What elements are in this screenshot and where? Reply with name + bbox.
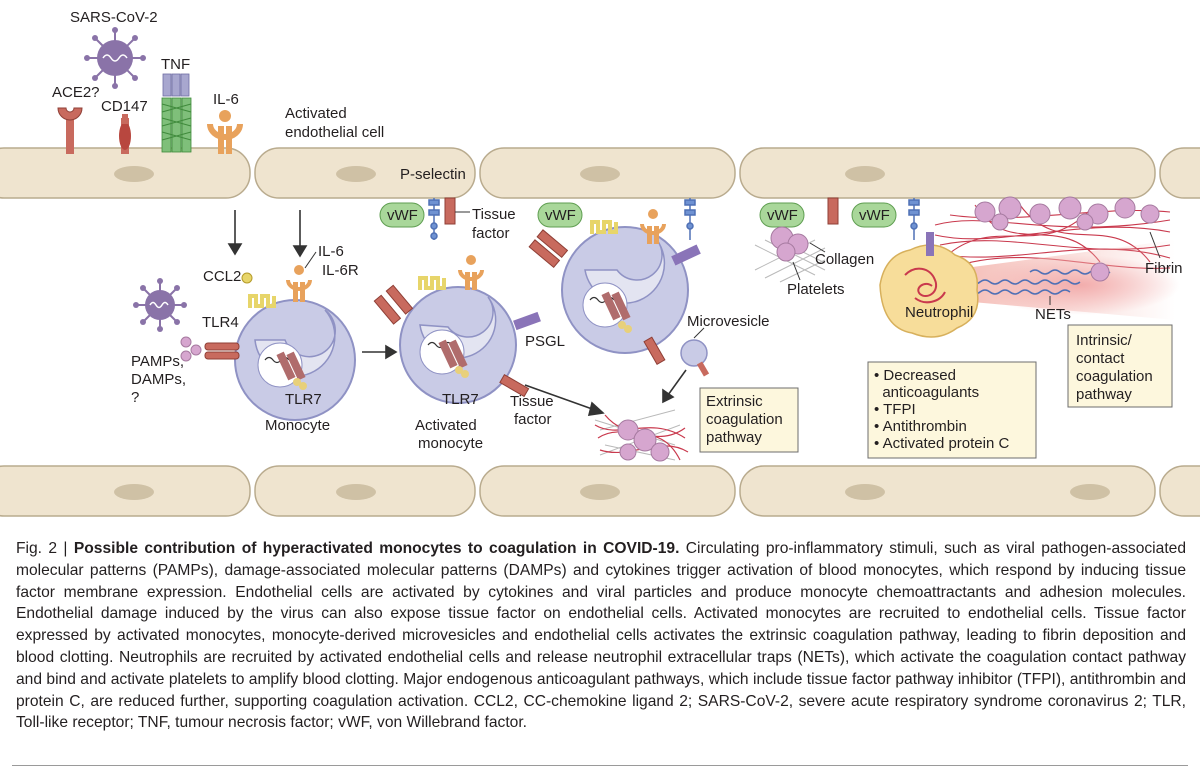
label-activated-monocyte-1: Activated [415, 417, 477, 434]
vwf-tether-3 [684, 198, 696, 240]
label-cd147: CD147 [101, 98, 148, 115]
label-p-selectin: P-selectin [400, 166, 466, 183]
label-tissue-factor-mono-1: Tissue [510, 393, 554, 410]
label-tissue-factor-mono-2: factor [514, 411, 552, 428]
label-vwf-4: vWF [859, 207, 890, 224]
psgl-receptor-2 [671, 244, 701, 266]
bottom-endothelium [0, 465, 1200, 517]
figure-caption: Fig. 2 | Possible contribution of hypera… [16, 538, 1186, 734]
tissue-factor-endothelium [444, 197, 456, 225]
extrinsic-box-line-2: coagulation [706, 411, 783, 428]
label-tlr7-monocyte: TLR7 [285, 391, 322, 408]
anticoag-line-2: anticoagulants [874, 384, 979, 401]
vwf-tether-4 [908, 198, 920, 240]
vwf-badge-1 [379, 202, 425, 228]
label-activated-endothelial-1: Activated [285, 105, 347, 122]
bottom-rule [12, 765, 1188, 766]
extrinsic-box-line-3: pathway [706, 429, 762, 446]
arrow-to-clot [524, 384, 605, 416]
coagulation-diagram: SARS-CoV-2 TNF ACE2? CD147 IL-6 Activate… [0, 9, 1200, 517]
extrinsic-pathway-box: Extrinsic coagulation pathway [699, 387, 799, 453]
monocyte-cell [234, 299, 356, 421]
intrinsic-box-line-1: Intrinsic/ [1076, 332, 1133, 349]
anticoag-line-4: • Antithrombin [874, 418, 967, 435]
tissue-factor-cell4 [827, 197, 839, 225]
caption-prefix: Fig. 2 | [16, 540, 74, 557]
vwf-badge-4 [851, 202, 897, 228]
extrinsic-box-line-1: Extrinsic [706, 393, 763, 410]
anticoagulant-box: • Decreased anticoagulants • TFPI • Anti… [867, 361, 1037, 459]
ace2-receptor [57, 107, 83, 154]
vwf-badge-2 [537, 202, 583, 228]
ccl2-receptor [248, 294, 276, 308]
intrinsic-box-line-3: coagulation [1076, 368, 1153, 385]
adhered-monocyte-cell [561, 226, 689, 354]
il6r-monocyte [286, 265, 312, 302]
activated-monocyte-cell [399, 286, 517, 404]
anticoag-line-1: • Decreased [874, 367, 956, 384]
activated-monocyte-tissue-factor [373, 284, 530, 398]
label-vwf-2: vWF [545, 207, 576, 224]
label-il6-top: IL-6 [213, 91, 239, 108]
label-vwf-3: vWF [767, 207, 798, 224]
intrinsic-box-line-2: contact [1076, 350, 1125, 367]
platelets-cluster [770, 226, 809, 262]
tnf-receptor [161, 73, 192, 153]
anticoag-line-3: • TFPI [874, 401, 916, 418]
neutrophil-cell [879, 232, 979, 338]
label-question: ? [131, 389, 139, 406]
sars-cov-2-virus-top [84, 27, 146, 89]
label-pamps: PAMPs, [131, 353, 184, 370]
p-selectin-marker [428, 198, 440, 240]
tlr4-receptor [204, 342, 240, 360]
intrinsic-pathway-box: Intrinsic/ contact coagulation pathway [1067, 324, 1173, 408]
label-il6r: IL-6R [322, 262, 359, 279]
pamps-particles [180, 336, 202, 362]
label-collagen: Collagen [815, 251, 874, 268]
intrinsic-box-line-4: pathway [1076, 386, 1132, 403]
label-nets: NETs [1035, 306, 1071, 323]
label-microvesicle: Microvesicle [687, 313, 770, 330]
fibrin-clot [594, 409, 689, 462]
cd147-receptor [119, 114, 131, 154]
label-activated-monocyte-2: monocyte [418, 435, 483, 452]
il6-receptor-top [207, 110, 243, 154]
microvesicle [680, 339, 710, 377]
label-sars-cov-2: SARS-CoV-2 [70, 9, 158, 26]
platelets-top-right [974, 196, 1160, 231]
label-tlr7-activated: TLR7 [442, 391, 479, 408]
label-platelets: Platelets [787, 281, 845, 298]
label-tnf: TNF [161, 56, 190, 73]
label-monocyte: Monocyte [265, 417, 330, 434]
top-endothelium [0, 147, 1200, 199]
label-ccl2: CCL2 [203, 268, 241, 285]
label-tlr4: TLR4 [202, 314, 239, 331]
label-il6-monocyte: IL-6 [318, 243, 344, 260]
activation-arrow [362, 344, 398, 360]
caption-title: Possible contribution of hyperactivated … [73, 540, 680, 557]
label-damps: DAMPs, [131, 371, 186, 388]
label-vwf-1: vWF [387, 207, 418, 224]
label-tissue-factor-endo-1: Tissue [472, 206, 516, 223]
sars-cov-2-virus-blood [133, 278, 187, 332]
label-ace2: ACE2? [52, 84, 100, 101]
label-psgl: PSGL [525, 333, 565, 350]
label-neutrophil: Neutrophil [905, 304, 973, 321]
anticoag-line-5: • Activated protein C [874, 435, 1009, 452]
caption-body: Circulating pro-inflammatory stimuli, su… [16, 540, 1186, 732]
psgl-receptor-1 [513, 311, 541, 331]
label-activated-endothelial-2: endothelial cell [285, 124, 384, 141]
chemokine-arrows [227, 210, 308, 258]
label-fibrin: Fibrin [1145, 260, 1183, 277]
label-tissue-factor-endo-2: factor [472, 225, 510, 242]
